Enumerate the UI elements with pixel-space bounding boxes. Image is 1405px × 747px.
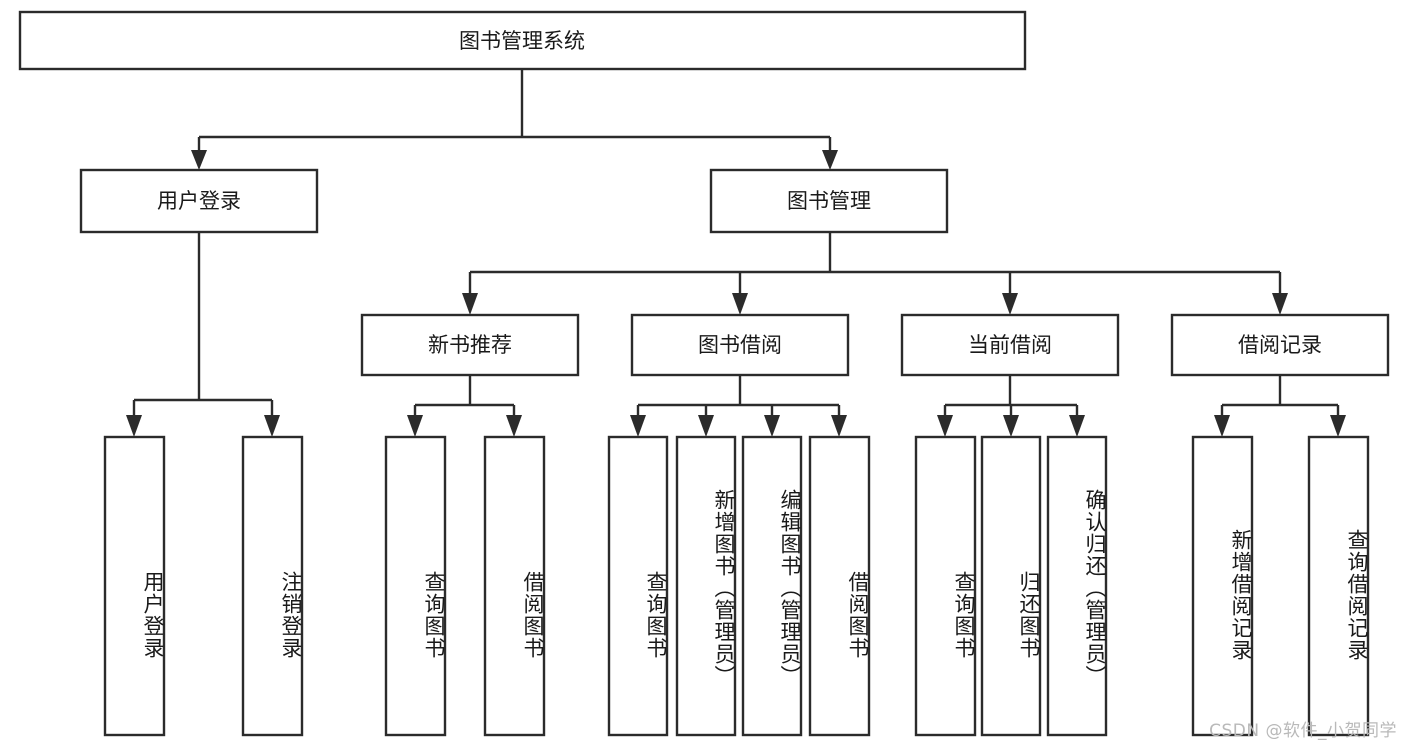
- leaf-box-book-borrow-2[interactable]: [741, 435, 803, 737]
- label-book-borrow: 图书借阅: [698, 333, 782, 357]
- arrowhead-cb-leaf-3: [1069, 415, 1085, 437]
- arrowhead-cb-leaf-1: [937, 415, 953, 437]
- arrowhead-br-leaf-2: [1330, 415, 1346, 437]
- node-user-login[interactable]: [79, 168, 319, 234]
- leaf-box-new-book-1[interactable]: [483, 435, 546, 737]
- leaf-box-current-borrow-0[interactable]: [914, 435, 977, 737]
- node-current-borrow[interactable]: [900, 313, 1120, 377]
- label-borrow-record: 借阅记录: [1238, 333, 1322, 357]
- arrowhead-bb-leaf-1: [630, 415, 646, 437]
- arrowhead-user-login: [191, 150, 207, 170]
- arrowhead-book-borrow: [732, 293, 748, 315]
- arrowhead-bb-leaf-2: [698, 415, 714, 437]
- arrowhead-leaf-user-login-2: [264, 415, 280, 437]
- leaf-box-user-login-0[interactable]: [103, 435, 166, 737]
- connector-group-user-login: [126, 232, 280, 437]
- connector-group-borrow-record: [1214, 375, 1346, 437]
- watermark-csdn: CSDN @软件_小贺同学: [1209, 721, 1397, 741]
- node-new-book-recommend[interactable]: [360, 313, 580, 377]
- arrowhead-current-borrow: [1002, 293, 1018, 315]
- connector-group-new-book: [407, 375, 522, 437]
- label-current-borrow: 当前借阅: [968, 333, 1052, 357]
- arrowhead-cb-leaf-2: [1003, 415, 1019, 437]
- arrowhead-bb-leaf-3: [764, 415, 780, 437]
- connector-group-current-borrow: [937, 375, 1085, 437]
- node-book-borrow[interactable]: [630, 313, 850, 377]
- leaf-box-book-borrow-3[interactable]: [808, 435, 871, 737]
- leaf-box-current-borrow-1[interactable]: [980, 435, 1042, 737]
- arrowhead-book-manage: [822, 150, 838, 170]
- leaf-box-book-borrow-1[interactable]: [675, 435, 737, 737]
- leaf-box-borrow-record-1[interactable]: [1307, 435, 1370, 737]
- node-borrow-record[interactable]: [1170, 313, 1390, 377]
- label-book-management: 图书管理: [787, 189, 871, 213]
- connector-group-book-manage: [462, 232, 1288, 315]
- leaf-box-current-borrow-2[interactable]: [1046, 435, 1108, 737]
- arrowhead-nb-leaf-2: [506, 415, 522, 437]
- connector-group-root: [191, 69, 838, 170]
- leaf-box-user-login-1[interactable]: [241, 435, 304, 737]
- arrowhead-nb-leaf-1: [407, 415, 423, 437]
- label-user-login: 用户登录: [157, 189, 241, 213]
- connector-group-book-borrow: [630, 375, 847, 437]
- arrowhead-new-book: [462, 293, 478, 315]
- label-root: 图书管理系统: [459, 29, 585, 53]
- leaf-box-borrow-record-0[interactable]: [1191, 435, 1254, 737]
- arrowhead-br-leaf-1: [1214, 415, 1230, 437]
- leaf-box-new-book-0[interactable]: [384, 435, 447, 737]
- label-new-book-recommend: 新书推荐: [428, 333, 512, 357]
- node-root-book-management-system[interactable]: [18, 10, 1027, 71]
- arrowhead-bb-leaf-4: [831, 415, 847, 437]
- arrowhead-borrow-record: [1272, 293, 1288, 315]
- arrowhead-leaf-user-login-1: [126, 415, 142, 437]
- node-book-management[interactable]: [709, 168, 949, 234]
- leaf-box-book-borrow-0[interactable]: [607, 435, 669, 737]
